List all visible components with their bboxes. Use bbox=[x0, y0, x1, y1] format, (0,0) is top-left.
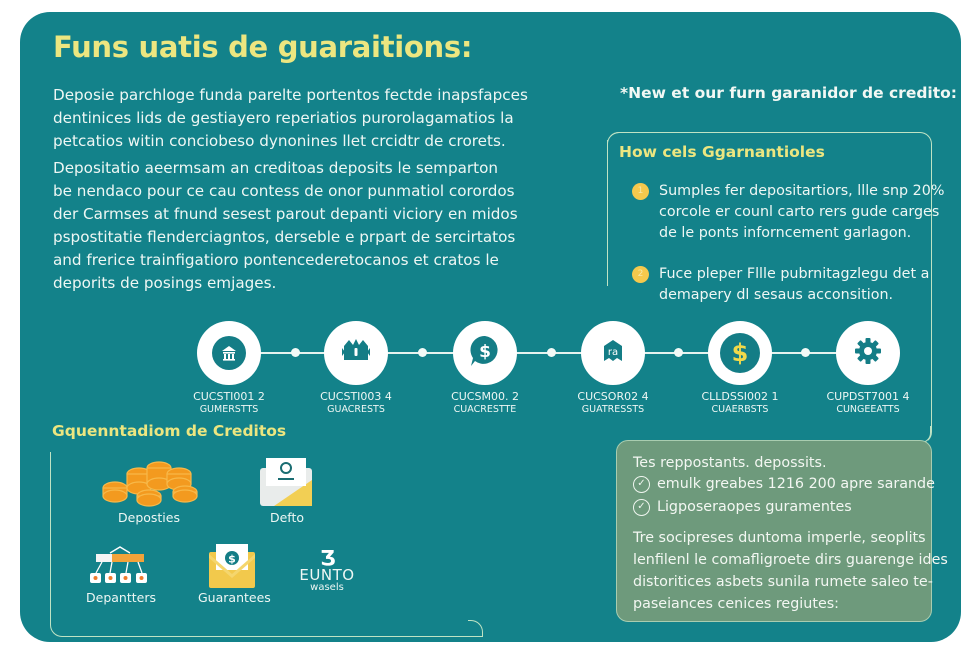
text-line: Deposie parchloge funda parelte portento… bbox=[53, 86, 528, 104]
text-line: pspostitatie flenderciagntos, derseble e… bbox=[53, 228, 516, 246]
how-box-title: How cels Ggarnantioles bbox=[619, 143, 825, 161]
money-envelope-icon: $ bbox=[209, 544, 255, 592]
eunto-logo-text: EUNTO bbox=[299, 566, 355, 584]
timeline-node-5[interactable]: $ bbox=[708, 321, 772, 385]
bank-icon bbox=[212, 336, 246, 370]
timeline-node-1[interactable] bbox=[197, 321, 261, 385]
timeline-label-6: CUPDST7001 4 CUNGEEATTS bbox=[808, 390, 928, 416]
svg-text:$: $ bbox=[228, 553, 236, 566]
timeline-label-2: CUCSTI003 4 GUACRESTS bbox=[296, 390, 416, 416]
step-badge-1: 1 bbox=[632, 183, 649, 200]
timeline-label-4: CUCSOR02 4 GUATRESSTS bbox=[553, 390, 673, 416]
text-line: de le ponts inforncement garlagon. bbox=[659, 225, 912, 241]
node-caption: CUACRESTTE bbox=[453, 404, 517, 415]
node-code: CUCSM00. 2 bbox=[451, 390, 519, 403]
node-caption: CUAERBSTS bbox=[711, 404, 769, 415]
crown-shield-icon bbox=[339, 336, 373, 370]
timeline-dot bbox=[547, 348, 556, 357]
how-item-2: Fuce pleper Fllle pubrnitagzlegu det a d… bbox=[659, 264, 929, 306]
step-badge-2: 2 bbox=[632, 266, 649, 283]
text-line: demapery dl sesaus acconsition. bbox=[659, 287, 894, 303]
timeline-label-5: CLLDSSI002 1 CUAERBSTS bbox=[680, 390, 800, 416]
timeline-label-3: CUCSM00. 2 CUACRESTTE bbox=[425, 390, 545, 416]
node-code: CLLDSSI002 1 bbox=[701, 390, 779, 403]
text-line: Fuce pleper Fllle pubrnitagzlegu det a bbox=[659, 266, 930, 282]
timeline-node-2[interactable] bbox=[324, 321, 388, 385]
timeline-dot bbox=[418, 348, 427, 357]
text-line: distoritices asbets sunila rumete saleo … bbox=[633, 574, 933, 590]
text-line: be nendaco pour ce cau contess de onor p… bbox=[53, 182, 515, 200]
node-code: CUPDST7001 4 bbox=[826, 390, 910, 403]
box-outline-corner bbox=[607, 132, 622, 147]
node-caption: GUACRESTS bbox=[327, 404, 385, 415]
node-code: CUCSTI001 2 bbox=[193, 390, 265, 403]
eunto-logo-subtext: wasels bbox=[310, 582, 344, 593]
text-line: corcole er counl carto rers gude carges bbox=[659, 204, 940, 220]
credits-box bbox=[50, 452, 483, 637]
credits-item-label: Defto bbox=[269, 510, 305, 525]
credits-section-title: Gquenntadiom de Creditos bbox=[52, 422, 287, 440]
node-code: CUCSOR02 4 bbox=[577, 390, 649, 403]
text-line: Tre socipreses duntoma imperle, seoplits bbox=[633, 530, 926, 546]
text-line: petcatios witin conciobeso dynonines lle… bbox=[53, 132, 506, 150]
gear-icon bbox=[854, 337, 882, 369]
node-caption: GUATRESSTS bbox=[581, 404, 645, 415]
check-item-text: emulk greabes 1216 200 apre sarande bbox=[657, 476, 935, 492]
node-caption: GUMERSTTS bbox=[199, 404, 259, 415]
box-outline-left bbox=[607, 140, 608, 286]
credits-item-label: Guarantees bbox=[198, 590, 271, 605]
check-circle-icon: ✓ bbox=[633, 498, 650, 516]
text-line: dentinices lids de gestiayero reperiatio… bbox=[53, 109, 514, 127]
coins-icon bbox=[101, 458, 201, 512]
text-line: deporits de posings emjages. bbox=[53, 274, 277, 292]
box-outline-corner bbox=[468, 620, 483, 637]
dollar-icon: $ bbox=[720, 333, 760, 373]
timeline-node-6[interactable] bbox=[836, 321, 900, 385]
summary-check-item: ✓ Ligposeraopes guramentes bbox=[633, 496, 852, 518]
intro-paragraph-1: Deposie parchloge funda parelte portento… bbox=[53, 84, 528, 153]
document-envelope-icon bbox=[260, 458, 312, 510]
text-line: Depositatio aeermsam an creditoas deposi… bbox=[53, 159, 499, 177]
eunto-logo-icon: Ʒ bbox=[320, 546, 336, 570]
credits-item-label: Deposties bbox=[118, 510, 180, 525]
intro-paragraph-2: Depositatio aeermsam an creditoas deposi… bbox=[53, 157, 518, 295]
timeline-dot bbox=[801, 348, 810, 357]
svg-text:ra: ra bbox=[608, 347, 618, 358]
how-item-1: Sumples fer depositartiors, llle snp 20%… bbox=[659, 181, 944, 244]
timeline-dot bbox=[291, 348, 300, 357]
check-item-text: Ligposeraopes guramentes bbox=[657, 499, 852, 515]
summary-paragraph: Tre socipreses duntoma imperle, seoplits… bbox=[633, 527, 948, 615]
text-line: Sumples fer depositartiors, llle snp 20% bbox=[659, 183, 945, 199]
new-guarantor-heading: *New et our furn garanidor de credito: bbox=[620, 84, 958, 102]
credits-item-label: Depantters bbox=[86, 590, 156, 605]
how-guarantees-box bbox=[607, 132, 932, 444]
hierarchy-icon bbox=[88, 545, 152, 589]
dollar-bubble-icon: $ bbox=[467, 333, 503, 373]
node-caption: CUNGEEATTS bbox=[836, 404, 900, 415]
summary-box bbox=[616, 440, 932, 622]
check-circle-icon: ✓ bbox=[633, 475, 650, 493]
timeline-node-4[interactable]: ra bbox=[581, 321, 645, 385]
text-line: lenfilenl le comafligroete dirs guarenge… bbox=[633, 552, 948, 568]
timeline-node-3[interactable]: $ bbox=[453, 321, 517, 385]
text-line: der Carmses at fnund sesest parout depan… bbox=[53, 205, 518, 223]
page-title: Funs uatis de guaraitions: bbox=[53, 30, 473, 64]
text-line: paseiances cenices regiutes: bbox=[633, 596, 839, 612]
text-line: and frerice trainfigatioro pontencederet… bbox=[53, 251, 499, 269]
svg-text:$: $ bbox=[479, 342, 491, 362]
timeline-dot bbox=[674, 348, 683, 357]
house-badge-icon: ra bbox=[598, 336, 628, 370]
summary-check-item: ✓ emulk greabes 1216 200 apre sarande bbox=[633, 473, 935, 495]
node-code: CUCSTI003 4 bbox=[320, 390, 392, 403]
timeline-label-1: CUCSTI001 2 GUMERSTTS bbox=[169, 390, 289, 416]
summary-heading: Tes reppostants. depossits. bbox=[633, 455, 827, 471]
